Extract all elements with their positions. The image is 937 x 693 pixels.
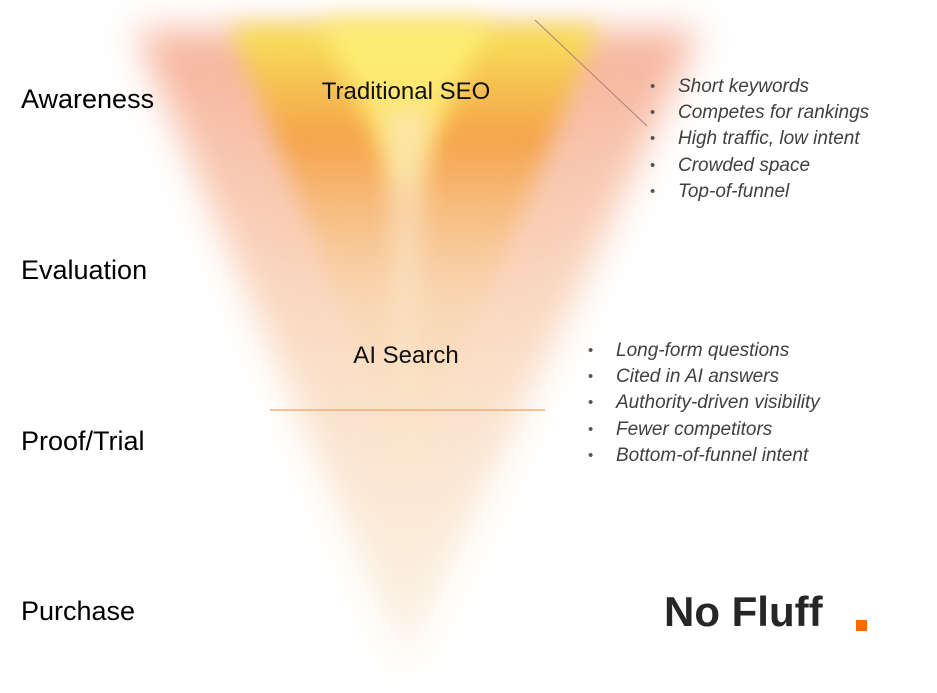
logo-dot <box>856 620 867 631</box>
diagonal-line <box>534 19 648 127</box>
list-item: Authority-driven visibility <box>588 390 820 416</box>
ai-search-label: AI Search <box>353 342 459 369</box>
list-item: Long-form questions <box>588 338 820 364</box>
traditional-seo-list: Short keywords Competes for rankings Hig… <box>650 74 869 205</box>
list-item: Bottom-of-funnel intent <box>588 443 820 469</box>
list-item: Competes for rankings <box>650 100 869 126</box>
traditional-seo-label: Traditional SEO <box>321 78 491 105</box>
list-item: Fewer competitors <box>588 417 820 443</box>
ai-search-list: Long-form questions Cited in AI answers … <box>588 338 820 469</box>
list-item: Cited in AI answers <box>588 364 820 390</box>
stage-proof-trial: Proof/Trial <box>21 426 145 456</box>
funnel-inner <box>230 20 600 480</box>
stage-purchase: Purchase <box>21 596 136 626</box>
list-item: Crowded space <box>650 153 869 179</box>
stage-evaluation: Evaluation <box>21 255 148 285</box>
list-item: Top-of-funnel <box>650 179 869 205</box>
list-item: Short keywords <box>650 74 869 100</box>
list-item: High traffic, low intent <box>650 126 869 152</box>
stage-awareness: Awareness <box>21 84 155 114</box>
no-fluff-logo: No Fluff <box>664 588 823 635</box>
